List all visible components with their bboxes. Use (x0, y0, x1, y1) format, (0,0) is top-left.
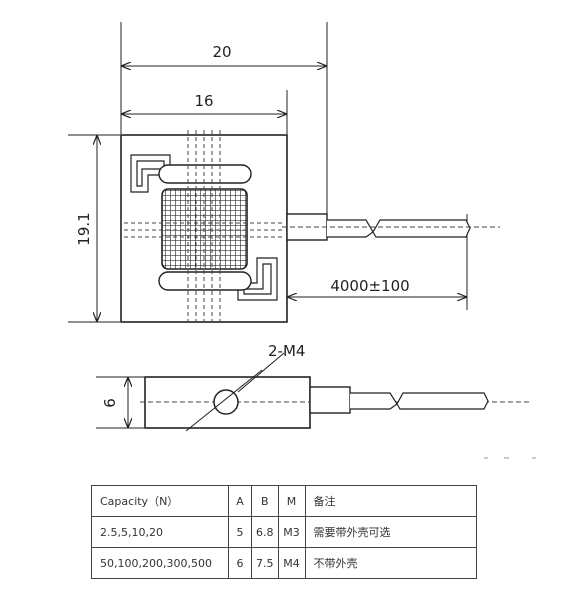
dim-body-width: 16 (194, 92, 213, 110)
cell-capacity: 50,100,200,300,500 (91, 547, 229, 579)
cell-b: 6.8 (251, 516, 279, 548)
dim-cable-length: 4000±100 (330, 277, 409, 295)
cell-remark: 不带外壳 (304, 547, 477, 579)
cell-capacity: 2.5,5,10,20 (91, 516, 229, 548)
cell-a: 5 (228, 516, 252, 548)
dim-thickness: 6 (101, 398, 119, 408)
cell-m: M4 (277, 547, 306, 579)
header-capacity: Capacity（N） (91, 485, 229, 517)
header-remark: 备注 (304, 485, 477, 517)
cell-a: 6 (228, 547, 252, 579)
cell-m: M3 (277, 516, 306, 548)
dim-overall-width: 20 (212, 43, 231, 61)
thread-hole (213, 389, 239, 415)
side-cable (350, 392, 489, 410)
dim-height: 19.1 (75, 212, 93, 245)
cell-remark: 需要带外壳可选 (304, 516, 477, 548)
header-b: B (251, 485, 279, 517)
header-m: M (277, 485, 306, 517)
top-view: 20 16 19.1 (68, 22, 500, 325)
cable (327, 219, 471, 238)
flexure-slot-upper (130, 154, 171, 193)
side-view: 6 2-M4 (96, 342, 536, 459)
leader-line-thread (237, 352, 285, 393)
header-a: A (228, 485, 252, 517)
capsule-lower (158, 271, 252, 291)
cell-b: 7.5 (251, 547, 279, 579)
side-cable-sleeve (309, 386, 351, 414)
capsule-upper (158, 164, 252, 184)
table-row: 50,100,200,300,500 6 7.5 M4 不带外壳 (91, 547, 477, 579)
table-header-row: Capacity（N） A B M 备注 (91, 485, 477, 517)
table-row: 2.5,5,10,20 5 6.8 M3 需要带外壳可选 (91, 516, 477, 548)
dim-thread: 2-M4 (268, 342, 305, 360)
spec-table: Capacity（N） A B M 备注 2.5,5,10,20 5 6.8 M… (91, 485, 477, 579)
